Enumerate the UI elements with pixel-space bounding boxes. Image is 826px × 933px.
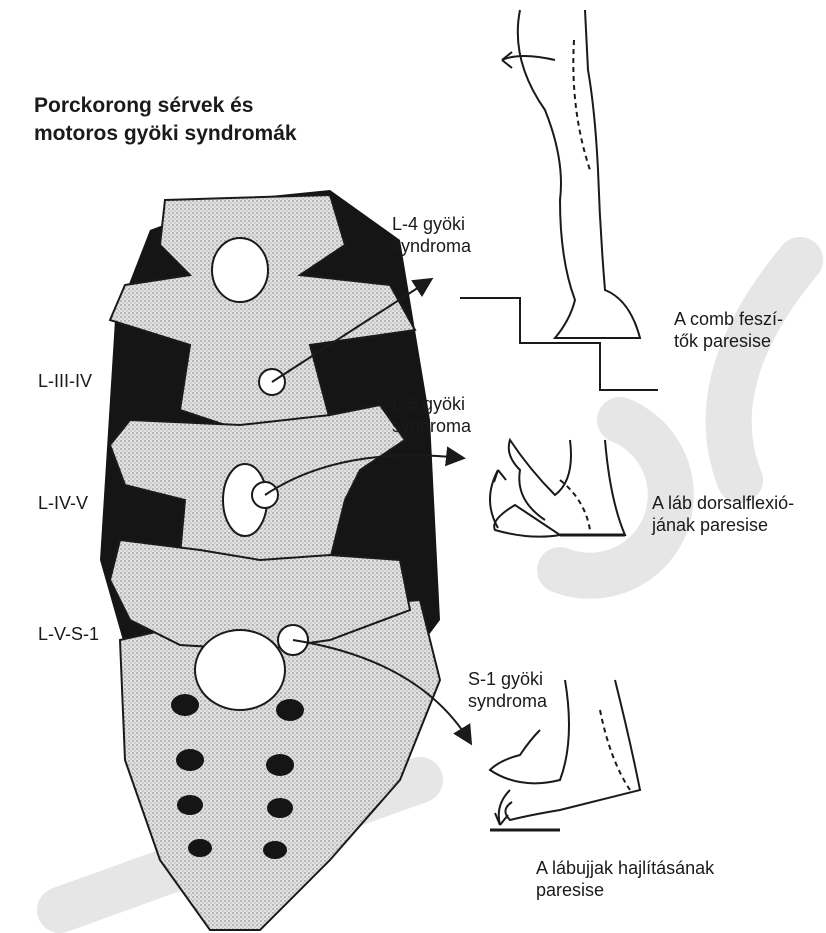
syndrome-l4-name: L-4 gyöki syndroma bbox=[392, 213, 471, 257]
foot-dorsiflexion bbox=[490, 440, 625, 537]
canal-l3 bbox=[212, 238, 268, 302]
level-label-l3-l4: L-III-IV bbox=[38, 370, 92, 392]
canal-l5 bbox=[195, 630, 285, 710]
syndrome-l5-effect: A láb dorsalflexió- jának paresise bbox=[652, 492, 794, 536]
syndrome-s1-name: S-1 gyöki syndroma bbox=[468, 668, 547, 712]
level-label-l5-s1: L-V-S-1 bbox=[38, 623, 99, 645]
syndrome-s1-effect: A lábujjak hajlításának paresise bbox=[536, 857, 714, 901]
level-label-l4-l5: L-IV-V bbox=[38, 492, 88, 514]
leg-climbing bbox=[502, 10, 640, 338]
syndrome-l4-effect: A comb feszí- tők paresise bbox=[674, 308, 783, 352]
page-title: Porckorong sérvek és motoros gyöki syndr… bbox=[34, 92, 297, 148]
syndrome-l5-name: L-5 gyöki syndroma bbox=[392, 393, 471, 437]
